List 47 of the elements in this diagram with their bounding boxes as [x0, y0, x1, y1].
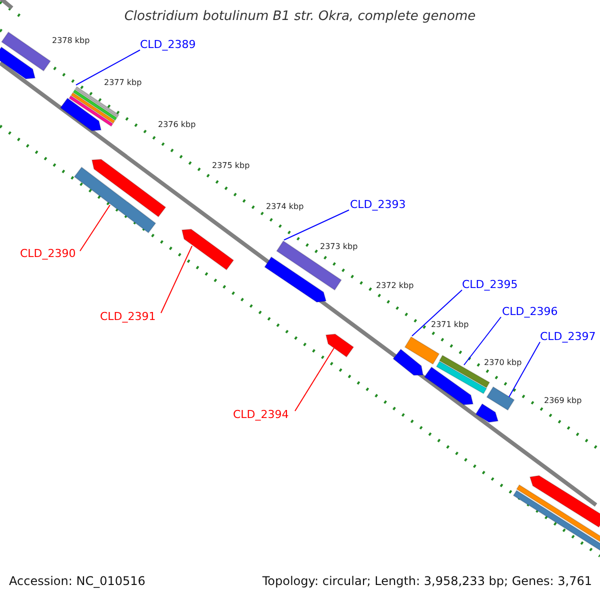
- gene-label: CLD_2395: [462, 278, 518, 291]
- kbp-tick-label: 2371 kbp: [431, 320, 469, 330]
- gene-label: CLD_2394: [233, 408, 289, 421]
- gene-bar: [0, 31, 52, 72]
- leader-line: [508, 342, 540, 398]
- leader-line: [160, 246, 192, 314]
- kbp-tick-label: 2378 kbp: [52, 36, 90, 46]
- gene-block: [475, 403, 499, 423]
- gene-bar: [512, 490, 600, 552]
- kbp-tick-label: 2373 kbp: [320, 242, 358, 252]
- diagram-title: Clostridium botulinum B1 str. Okra, complete genome: [124, 9, 476, 25]
- leader-line: [284, 210, 350, 240]
- kbp-tick-label: 2369 kbp: [544, 396, 582, 406]
- gene-bar: [404, 336, 440, 365]
- kbp-tick-label: 2370 kbp: [484, 358, 522, 368]
- gene-block: [424, 366, 474, 406]
- accession-note: Accession: NC_010516: [9, 574, 146, 589]
- gene-block: [91, 158, 166, 218]
- genome-stats-note: Topology: circular; Length: 3,958,233 bp; Genes: 3,761: [262, 574, 592, 589]
- kbp-tick-label: 2376 kbp: [158, 120, 196, 130]
- gene-block: [181, 228, 234, 270]
- gene-block: [529, 475, 600, 528]
- leader-line: [80, 204, 110, 252]
- gene-label: CLD_2397: [540, 330, 596, 343]
- gene-bar: [74, 166, 156, 234]
- gene-bar: [276, 240, 342, 291]
- gene-block: [264, 256, 327, 303]
- gene-block: [325, 334, 354, 358]
- kbp-tick-label: 2375 kbp: [212, 161, 250, 171]
- gene-block: [0, 46, 36, 80]
- kbp-tick-label: 2372 kbp: [376, 281, 414, 291]
- gene-label: CLD_2396: [502, 305, 558, 318]
- gene-block: [60, 98, 102, 132]
- gene-label: CLD_2390: [20, 247, 76, 260]
- leader-line: [294, 348, 334, 412]
- kbp-tick-label: 2377 kbp: [104, 78, 142, 88]
- leader-line: [76, 50, 140, 86]
- gene-bar: [486, 386, 515, 411]
- gene-stack: [68, 86, 120, 127]
- kbp-tick-label: 2374 kbp: [266, 202, 304, 212]
- gene-label: CLD_2389: [140, 38, 196, 51]
- gene-block: [392, 348, 424, 376]
- leader-line: [464, 316, 502, 366]
- leader-line: [412, 290, 462, 336]
- gene-bar: [516, 484, 600, 543]
- gene-label: CLD_2393: [350, 198, 406, 211]
- gene-label: CLD_2391: [100, 310, 156, 323]
